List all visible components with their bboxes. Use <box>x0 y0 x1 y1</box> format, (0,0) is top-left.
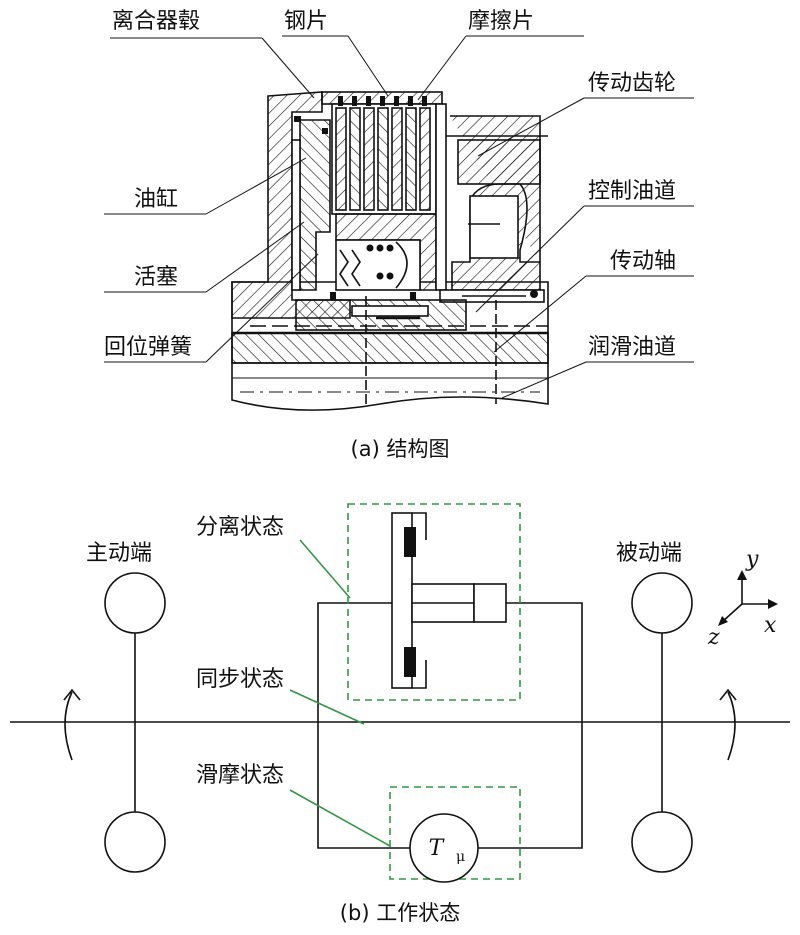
label-synchronous: 同步状态 <box>196 667 284 692</box>
label-cylinder: 油缸 <box>134 187 178 212</box>
torque-symbol: T <box>429 836 446 861</box>
label-separated: 分离状态 <box>196 515 284 540</box>
label-driving-end: 主动端 <box>86 541 152 566</box>
driving-lower-wheel <box>104 811 166 873</box>
label-hub: 离合器毂 <box>112 9 200 34</box>
label-lube-oil: 润滑油道 <box>588 335 676 360</box>
coordinate-frame <box>718 570 778 626</box>
structure-leaders <box>104 35 694 399</box>
label-steel-plate: 钢片 <box>284 9 328 34</box>
axis-x-label: x <box>764 613 777 638</box>
piston <box>299 119 331 291</box>
label-slipping: 滑摩状态 <box>196 763 284 788</box>
label-control-oil: 控制油道 <box>588 179 676 204</box>
driven-lower-wheel <box>631 811 693 873</box>
caption-a: (a) 结构图 <box>351 437 450 461</box>
torque-subscript: μ <box>456 849 465 865</box>
driving-rotation-arrow <box>64 691 73 761</box>
oil-cylinder <box>291 139 301 291</box>
driven-rotation-arrow <box>727 691 736 761</box>
axis-z-label: z <box>707 625 720 650</box>
bearing-ring <box>295 299 467 331</box>
driven-upper-wheel <box>631 572 693 634</box>
leader-slipping <box>289 789 391 847</box>
working-states-diagram: T μ <box>10 503 790 883</box>
label-friction-plate: 摩擦片 <box>468 9 534 34</box>
drive-shaft <box>231 332 549 364</box>
label-return-spring: 回位弹簧 <box>104 335 192 360</box>
separated-box <box>347 503 521 701</box>
caption-b: (b) 工作状态 <box>340 901 460 925</box>
driving-upper-wheel <box>104 572 166 634</box>
torque-circle <box>409 813 479 883</box>
label-drive-gear: 传动齿轮 <box>588 71 676 96</box>
label-driven-end: 被动端 <box>616 541 682 566</box>
structure-labels: 离合器毂 钢片 摩擦片 传动齿轮 油缸 控制油道 活塞 传动轴 回位弹簧 润滑油… <box>104 9 676 461</box>
plate-stack <box>331 96 437 215</box>
gear-upper <box>457 139 541 185</box>
label-drive-shaft: 传动轴 <box>610 249 676 274</box>
clutch-piston-head <box>473 583 507 623</box>
axis-y-label: y <box>745 547 759 572</box>
body-outline <box>231 281 549 411</box>
working-states-labels: 主动端 被动端 分离状态 同步状态 滑摩状态 y x z (b) 工作状态 <box>86 515 777 925</box>
structure-drawing <box>231 91 549 411</box>
label-piston: 活塞 <box>134 265 178 290</box>
leader-synchronous <box>289 689 365 725</box>
slipping-box <box>389 786 521 880</box>
leader-separated <box>299 539 351 599</box>
